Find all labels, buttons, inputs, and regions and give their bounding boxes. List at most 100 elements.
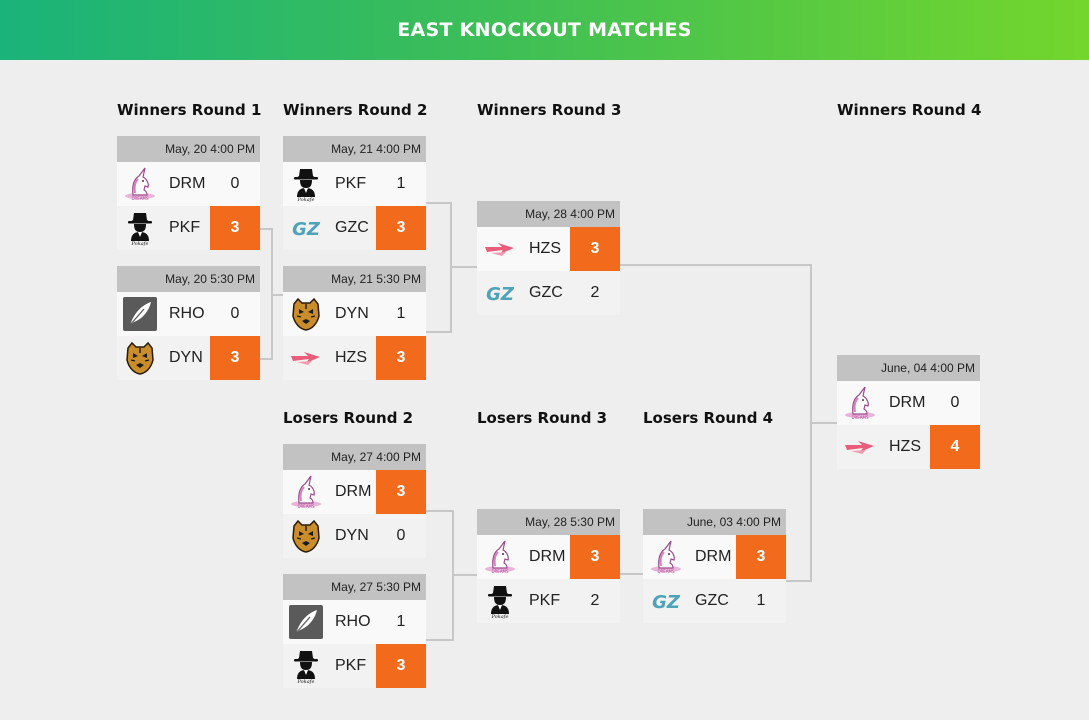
team-score: 1: [396, 175, 406, 192]
team-score: 2: [590, 592, 600, 609]
match-time: June, 04 4:00 PM: [837, 355, 980, 381]
team-row[interactable]: RHO 0: [117, 292, 260, 336]
connector: [620, 573, 643, 575]
team-score: 3: [570, 227, 620, 271]
connector: [426, 202, 451, 204]
team-name: DRM: [695, 548, 732, 565]
team-name: DYN: [335, 527, 369, 544]
match-time: May, 28 4:00 PM: [477, 201, 620, 227]
unicorn-icon: [482, 539, 518, 575]
round-title-winners-3: Winners Round 3: [477, 101, 622, 119]
connector: [450, 266, 477, 268]
round-title-losers-4: Losers Round 4: [643, 409, 774, 427]
team-logo: [117, 206, 163, 250]
team-logo: [283, 336, 329, 380]
team-name: HZS: [335, 349, 367, 366]
team-logo: [643, 579, 689, 623]
gangster-icon: [288, 166, 324, 202]
hzs-icon: [842, 429, 878, 465]
team-logo: [283, 600, 329, 644]
hzs-icon: [482, 231, 518, 267]
team-score: 3: [736, 535, 786, 579]
team-score: 1: [396, 305, 406, 322]
team-row[interactable]: DYN 0: [283, 514, 426, 558]
team-name: RHO: [335, 613, 371, 630]
feather-icon: [122, 296, 158, 332]
team-logo: [283, 162, 329, 206]
connector: [271, 294, 283, 296]
team-name: GZC: [695, 592, 729, 609]
team-score: 3: [570, 535, 620, 579]
round-title-winners-1: Winners Round 1: [117, 101, 262, 119]
connector: [453, 574, 477, 576]
team-score: 0: [230, 305, 240, 322]
team-name: DRM: [529, 548, 566, 565]
gz-icon: [648, 583, 684, 619]
team-logo: [837, 425, 883, 469]
team-logo: [283, 644, 329, 688]
connector: [620, 264, 811, 266]
team-name: HZS: [529, 240, 561, 257]
team-logo: [837, 381, 883, 425]
team-logo: [117, 336, 163, 380]
unicorn-icon: [842, 385, 878, 421]
team-logo: [477, 227, 523, 271]
team-row[interactable]: HZS 3: [477, 227, 620, 271]
team-score: 0: [396, 527, 406, 544]
round-title-winners-2: Winners Round 2: [283, 101, 428, 119]
team-logo: [283, 514, 329, 558]
team-name: DRM: [889, 394, 926, 411]
team-logo: [283, 470, 329, 514]
match-time: May, 27 4:00 PM: [283, 444, 426, 470]
connector: [426, 331, 451, 333]
team-score: 2: [590, 284, 600, 301]
match-time: May, 20 4:00 PM: [117, 136, 260, 162]
team-name: PKF: [335, 657, 367, 674]
team-score: 0: [230, 175, 240, 192]
team-logo: [283, 292, 329, 336]
team-score: 3: [376, 336, 426, 380]
team-logo: [643, 535, 689, 579]
team-name: PKF: [169, 219, 201, 236]
team-logo: [477, 535, 523, 579]
page-banner: EAST KNOCKOUT MATCHES: [0, 0, 1089, 60]
match-time: May, 21 5:30 PM: [283, 266, 426, 292]
round-title-losers-3: Losers Round 3: [477, 409, 608, 427]
tiger-icon: [288, 518, 324, 554]
round-title-losers-2: Losers Round 2: [283, 409, 414, 427]
team-row[interactable]: HZS 3: [283, 336, 426, 380]
match-time: May, 28 5:30 PM: [477, 509, 620, 535]
team-name: DRM: [335, 483, 372, 500]
team-logo: [283, 206, 329, 250]
team-name: RHO: [169, 305, 205, 322]
connector: [786, 580, 812, 582]
team-logo: [117, 292, 163, 336]
team-score: 3: [376, 206, 426, 250]
